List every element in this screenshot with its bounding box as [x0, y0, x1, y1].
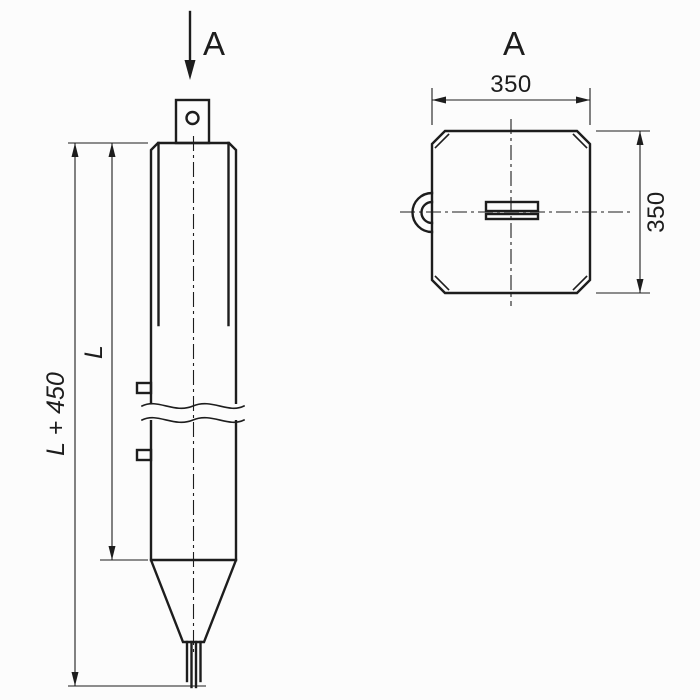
tab-plate-base	[484, 212, 540, 221]
dim-arrow-down-icon	[108, 546, 116, 560]
lifting-tab-hole	[185, 110, 200, 126]
dim-arrow-right-icon	[576, 96, 590, 104]
dim-depth: 350	[596, 130, 670, 294]
lifting-loop	[411, 191, 434, 234]
dim-shaft-length: L	[80, 143, 148, 561]
tip-reinforcement-bars	[185, 640, 202, 689]
chamfer-edge-top-left	[434, 133, 450, 149]
section-view-a: A 350	[400, 25, 670, 306]
dim-total-length-label: L + 450	[42, 372, 70, 456]
dim-arrow-up-icon	[636, 131, 644, 145]
dim-depth-label: 350	[643, 191, 670, 233]
lifting-loop-inner	[420, 200, 434, 225]
view-a-label: A	[503, 25, 525, 62]
lifting-loop-outer	[411, 191, 434, 234]
section-arrow-label: A	[203, 25, 225, 62]
side-lug-lower	[135, 448, 153, 462]
front-view: A L + 450	[42, 10, 246, 689]
dim-arrow-up-icon	[108, 143, 116, 157]
side-lug-upper	[135, 381, 153, 395]
dim-width-label: 350	[490, 71, 532, 98]
dim-arrow-left-icon	[432, 96, 446, 104]
lifting-tab	[174, 98, 211, 145]
section-arrow-head-icon	[184, 60, 196, 80]
chamfer-edge-top-right	[572, 133, 588, 149]
dim-arrow-up-icon	[71, 143, 79, 157]
dim-total-length: L + 450	[42, 142, 206, 687]
dim-arrow-down-icon	[636, 279, 644, 293]
lifting-tab-top-mark	[484, 200, 540, 221]
break-line-lower	[140, 416, 246, 424]
section-cut-arrow	[184, 10, 196, 80]
dim-arrow-down-icon	[71, 672, 79, 686]
dim-width: 350	[431, 71, 591, 125]
chamfer-edge-bottom-right	[572, 275, 588, 291]
tab-plate-edge	[484, 200, 540, 213]
dim-shaft-length-label: L	[80, 345, 108, 359]
cap-outline	[430, 129, 592, 295]
break-gap	[147, 404, 240, 420]
chamfer-edge-bottom-left	[434, 275, 450, 291]
